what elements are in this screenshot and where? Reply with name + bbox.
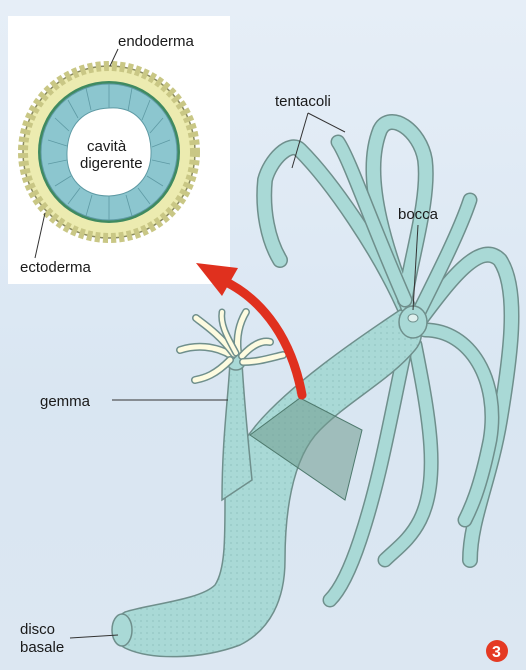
label-gemma: gemma <box>40 393 91 410</box>
tentacoli-leader-2 <box>308 113 345 132</box>
label-bocca: bocca <box>398 206 439 223</box>
figure-number: 3 <box>492 644 501 661</box>
label-endoderma: endoderma <box>118 33 195 50</box>
label-basale: basale <box>20 639 64 656</box>
label-cavita: cavità <box>87 138 127 155</box>
label-disco: disco <box>20 621 55 638</box>
label-ectoderma: ectoderma <box>20 259 92 276</box>
basal-disc <box>112 614 132 646</box>
label-tentacoli: tentacoli <box>275 93 331 110</box>
label-digerente: digerente <box>80 155 143 172</box>
disco-leader <box>70 635 118 638</box>
